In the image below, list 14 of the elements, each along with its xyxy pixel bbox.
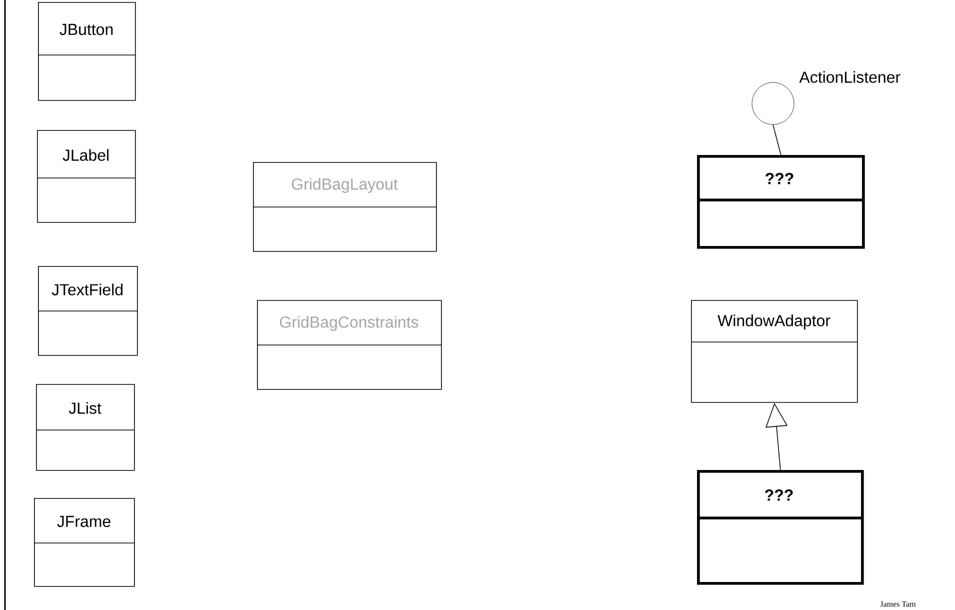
connector-line	[772, 124, 782, 156]
class-box: ???	[697, 155, 865, 249]
class-box: GridBagConstraints	[256, 300, 442, 390]
interface-circle	[752, 82, 794, 125]
class-box: WindowAdaptor	[690, 300, 858, 403]
class-box: ???	[697, 470, 864, 585]
class-box: GridBagLayout	[252, 162, 437, 252]
author-name: James Tam	[880, 601, 916, 607]
class-box: JLabel	[36, 130, 136, 223]
class-box: JButton	[38, 2, 136, 101]
class-box: JTextField	[38, 266, 138, 356]
class-box: JList	[36, 384, 135, 471]
interface-label: ActionListener	[799, 71, 900, 83]
class-box: JFrame	[34, 498, 135, 587]
